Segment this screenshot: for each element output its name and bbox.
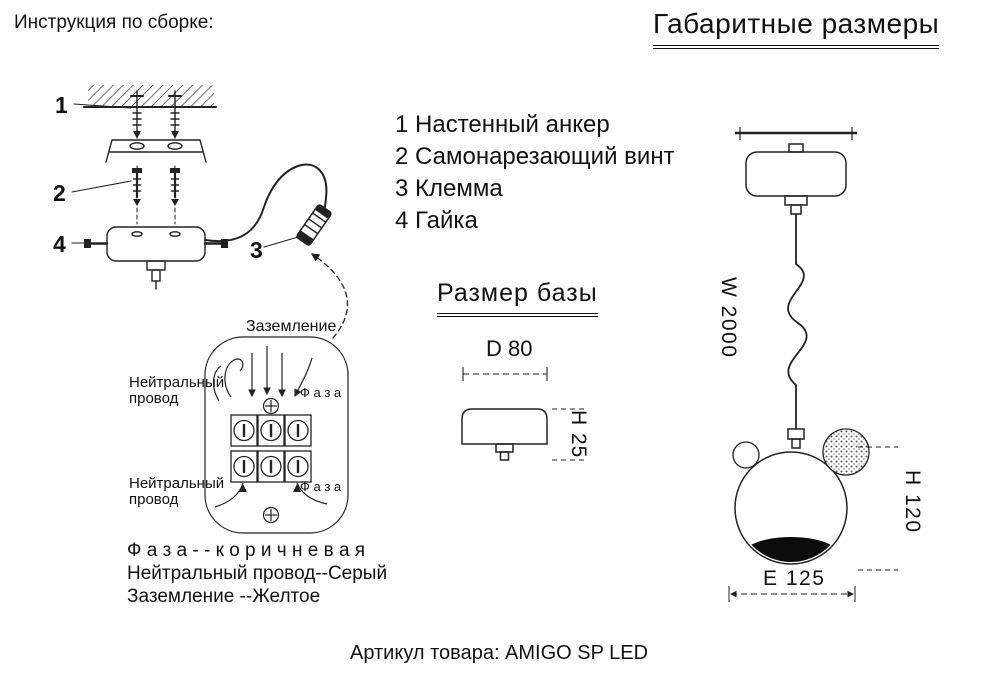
lamp-cord	[787, 214, 808, 429]
ground-label: Заземление	[246, 318, 336, 335]
base-height-label: H 25	[567, 410, 590, 458]
anchor-bolts	[130, 90, 182, 139]
lamp-dim-lines	[728, 446, 898, 602]
ground-screw-top	[262, 397, 280, 415]
base-height-dim	[552, 408, 588, 461]
base-outline	[461, 408, 548, 445]
page-title: Инструкция по сборке:	[14, 12, 214, 33]
callout-4: 4	[53, 231, 66, 257]
product-article: Артикул товара: AMIGO SP LED	[350, 642, 649, 664]
ceiling-bar	[735, 127, 857, 140]
wiring-labels: Заземление Ф а з а Ф а з а	[246, 318, 342, 494]
lamp-width-label: E 125	[763, 567, 825, 590]
neutral-wire-label-bottom: Нейтральный провод	[129, 475, 225, 508]
wiring-outline	[204, 336, 349, 534]
deco-sphere-right	[822, 428, 870, 476]
incoming-wires	[213, 346, 313, 402]
legend-neutral: Нейтральный провод--Серый	[127, 563, 388, 584]
base-diameter-label: D 80	[486, 336, 533, 361]
wire-color-legend: Ф а з а - - к о р и ч н е в а я Нейтраль…	[127, 539, 387, 608]
ceiling-hatch	[83, 85, 217, 108]
legend-ground: Заземление --Желтое	[127, 586, 321, 607]
self-tapping-screws	[132, 165, 180, 225]
canopy	[84, 226, 228, 290]
part-item-screw: 2 Самонарезающий винт	[395, 143, 675, 170]
lamp-black-cap	[744, 537, 838, 562]
base-nipple-nut	[495, 443, 514, 453]
deco-sphere-left	[732, 441, 760, 469]
part-item-terminal: 3 Клемма	[395, 175, 503, 202]
part-item-anchor: 1 Настенный анкер	[395, 111, 610, 138]
phase-label-top: Ф а з а	[300, 385, 342, 400]
wire-length-label: W 2000	[717, 277, 740, 358]
power-cable	[204, 163, 328, 243]
part-item-nut: 4 Гайка	[395, 207, 478, 234]
parts-list: 1 Настенный анкер 2 Самонарезающий винт …	[395, 109, 675, 237]
terminal-connector	[295, 204, 332, 246]
lamp-canopy	[745, 143, 847, 215]
base-drawing: H 25	[461, 367, 590, 461]
pendant-lamp-drawing: W 2000 H 120 E 125	[717, 127, 924, 602]
callout-2: 2	[53, 180, 66, 206]
callout-leaders	[71, 103, 299, 248]
lamp-sphere	[734, 451, 848, 565]
ground-screw-bottom	[262, 506, 280, 524]
lamp-height-label: H 120	[901, 470, 924, 534]
callout-3: 3	[250, 237, 263, 263]
callout-numbers: 1 2 4 3	[53, 92, 263, 263]
terminal-block	[230, 414, 312, 483]
legend-phase: Ф а з а - - к о р и ч н е в а я	[127, 540, 366, 561]
phase-label-bottom: Ф а з а	[300, 479, 342, 494]
dimensions-heading: Габаритные размеры	[653, 8, 940, 49]
lamp-dim-labels: W 2000 H 120 E 125	[717, 277, 924, 590]
base-nipple-stem	[499, 451, 510, 461]
lamp-top-connector	[787, 428, 805, 449]
assembly-diagram: 1 2 4 3	[53, 85, 349, 339]
neutral-wire-label-top: Нейтральный провод	[129, 374, 225, 407]
base-size-heading: Размер базы	[437, 279, 598, 317]
zoom-arrow	[310, 253, 349, 339]
wiring-detail: Заземление Ф а з а Ф а з а	[204, 318, 349, 534]
outgoing-wires	[214, 482, 328, 508]
mounting-bracket	[105, 139, 207, 163]
callout-1: 1	[55, 92, 68, 118]
base-diameter-dim	[462, 367, 548, 381]
